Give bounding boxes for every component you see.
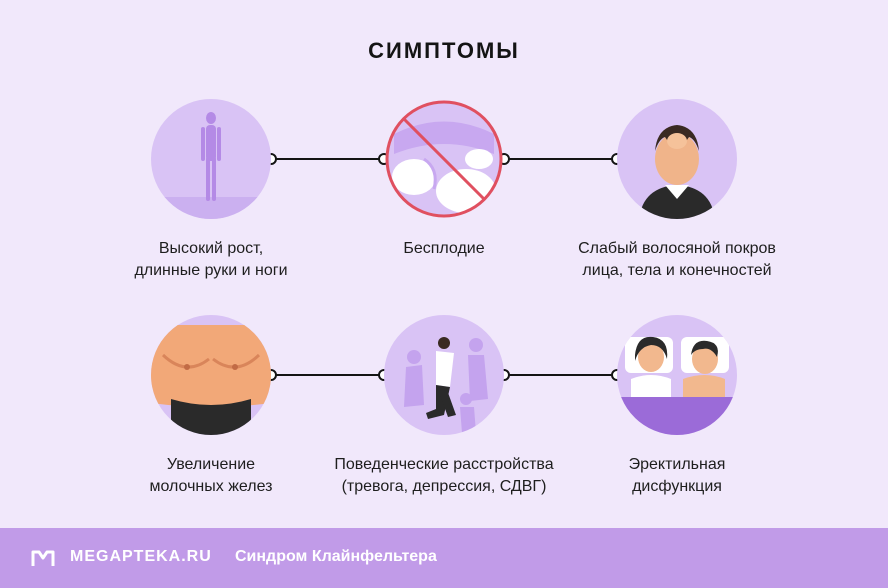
footer-bar: MEGAPTEKA.RU Синдром Клайнфельтера (0, 528, 888, 588)
symptom-label-sparse-hair: Слабый волосяной покров лица, тела и кон… (578, 240, 776, 279)
symptom-label-infertility: Бесплодие (403, 240, 485, 257)
page-title: СИМПТОМЫ (368, 38, 520, 63)
tall-figure-icon (151, 99, 271, 219)
couple-in-bed-icon (617, 315, 737, 435)
gynecomastia-icon (151, 315, 271, 435)
anxious-man-icon (384, 315, 504, 435)
infertility-icon (384, 99, 504, 219)
symptom-label-behavioral-disorders: Поведенческие расстройства (тревога, деп… (334, 456, 554, 495)
symptom-label-breast-enlargement: Увеличение молочных желез (149, 456, 273, 495)
balding-man-icon (617, 99, 737, 219)
symptom-label-erectile-dysfunction: Эректильная дисфункция (628, 456, 726, 495)
megapteka-logo-icon (31, 550, 55, 566)
footer-subtitle: Синдром Клайнфельтера (235, 548, 437, 565)
symptom-label-tall-stature: Высокий рост, длинные руки и ноги (134, 240, 288, 279)
brand-name[interactable]: MEGAPTEKA.RU (70, 548, 212, 565)
